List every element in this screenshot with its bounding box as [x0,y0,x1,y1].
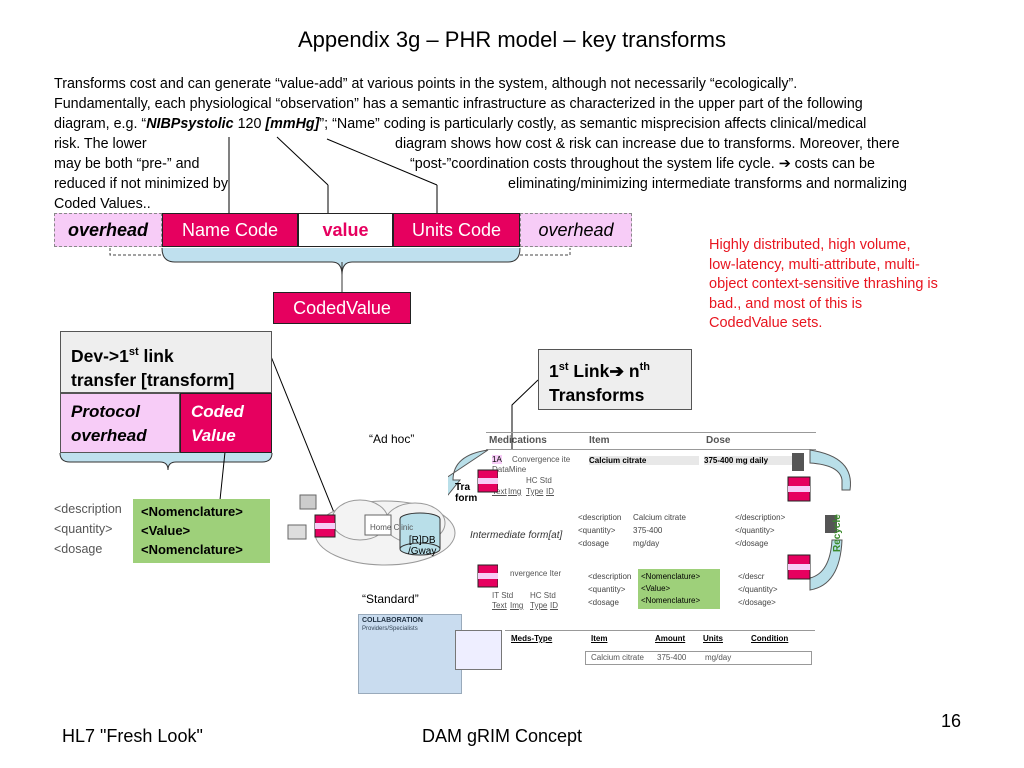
transform-arrows-right [787,449,851,591]
lower-tags-right: </descr</quantity></dosage> [738,572,778,607]
units-code-cell: Units Code [393,213,520,247]
cloud-network-graphic [287,494,456,566]
overhead-left-cell: overhead [54,213,162,247]
mid-tags-left: <description<quantity><dosage [578,513,622,548]
intro-paragraph: Transforms cost and can generate “value-… [54,74,969,214]
intro-line-2: Fundamentally, each physiological “obser… [54,96,863,112]
home-clinic-label: Home Clinic [370,523,414,532]
mid-tags-right: </description></quantity></dosage [735,513,786,548]
nomenclature-box: <Nomenclature><Value><Nomenclature> [133,499,270,563]
intro-line-3: diagram, e.g. “NIBPsystolic 120 [mmHg]”;… [54,116,867,132]
red-note: Highly distributed, high volume, low-lat… [709,237,938,331]
coded-value-box: CodedValue [273,292,411,324]
lower-tags-left: <description<quantity><dosage [588,572,632,607]
page-number: 16 [941,711,962,731]
collaboration-image: COLLABORATION Providers/Specialists [358,614,462,694]
intro-line-1: Transforms cost and can generate “value-… [54,76,798,92]
standard-label: “Standard” [362,592,419,606]
dev-transfer-box: Dev->1st link transfer [transform] [60,331,272,393]
name-code-cell: Name Code [162,213,298,247]
ad-hoc-label: “Ad hoc” [369,432,415,446]
overhead-right-cell: overhead [520,213,632,247]
db-label: [R]DB/Gway [408,535,437,557]
intro-line-5: may be both “pre-” and“post-”coordinatio… [54,156,875,172]
value-cell: value [298,213,393,247]
intermediate-label: Intermediate form[at] [470,530,563,541]
slide-title: Appendix 3g – PHR model – key transforms [298,27,726,52]
medications-table: Medications Item Dose Calcium citrate 37… [486,432,816,503]
intro-line-7: Coded Values.. [54,196,151,212]
lower-mini-table: nvergence Iter IT Std HC Std Text Img Ty… [492,569,562,610]
footer-center: DAM gRIM Concept [422,726,583,746]
computer-monitor-icon [455,630,502,670]
first-link-box: 1st Link➔ nth Transforms [538,349,692,410]
left-tag-list: <description<quantity><dosage [54,502,122,556]
footer-left: HL7 "Fresh Look" [62,726,203,746]
lower-nomenclature-box: <Nomenclature><Value><Nomenclature> [638,569,720,609]
transform-arrows-left [448,449,498,588]
meds-type-table: Meds-Type Item Amount Units Condition Ca… [505,630,815,665]
recycle-label: Recycle [832,514,843,552]
